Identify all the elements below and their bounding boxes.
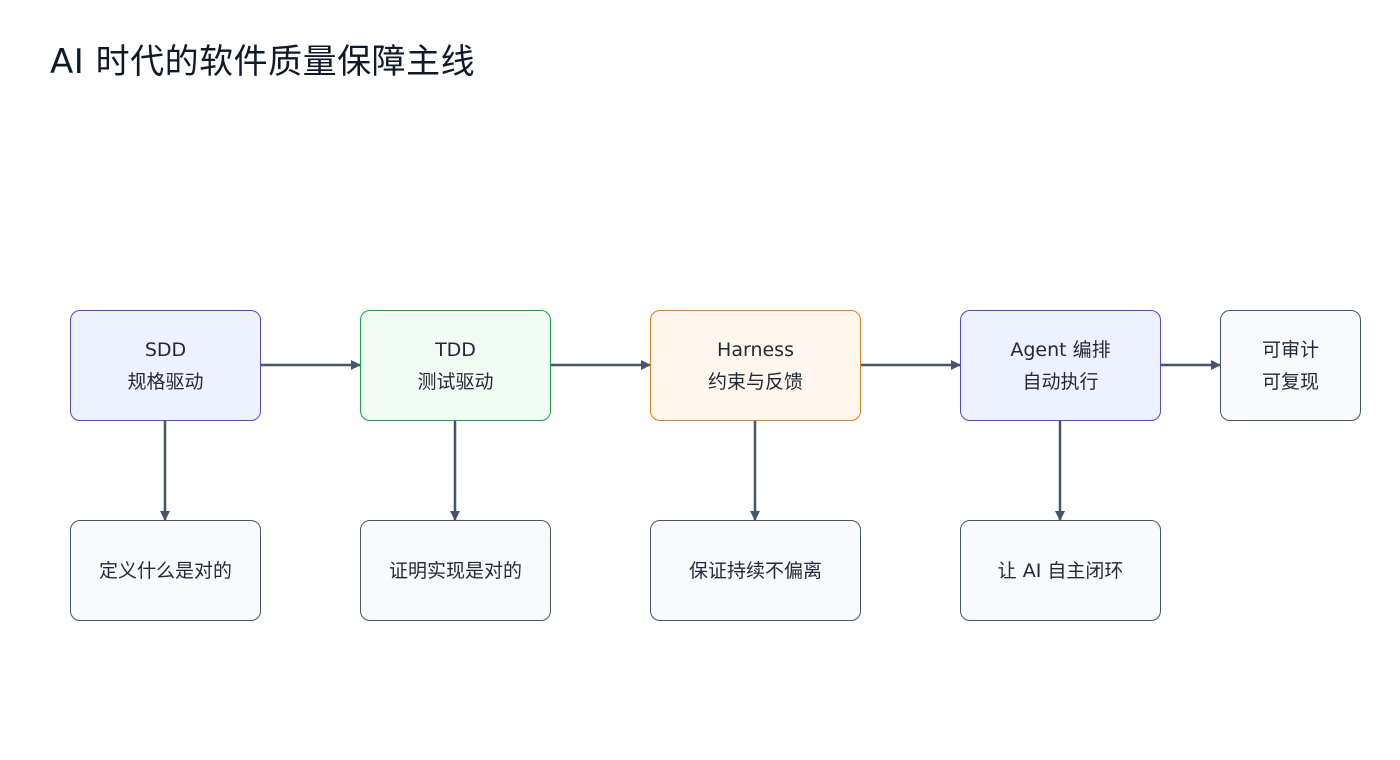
stage-agent: Agent 编排 自动执行 bbox=[960, 310, 1161, 421]
note-tdd: 证明实现是对的 bbox=[360, 520, 551, 621]
outcome-box: 可审计 可复现 bbox=[1220, 310, 1361, 421]
stage-subtitle: 测试驱动 bbox=[417, 370, 494, 393]
page-title: AI 时代的软件质量保障主线 bbox=[50, 42, 476, 82]
note-agent: 让 AI 自主闭环 bbox=[960, 520, 1161, 621]
note-text: 保证持续不偏离 bbox=[688, 559, 822, 582]
outcome-line: 可审计 bbox=[1261, 338, 1319, 361]
stage-subtitle: 规格驱动 bbox=[127, 370, 204, 393]
stage-name: TDD bbox=[435, 338, 476, 361]
note-text: 让 AI 自主闭环 bbox=[997, 559, 1124, 582]
stage-tdd: TDD 测试驱动 bbox=[360, 310, 551, 421]
note-sdd: 定义什么是对的 bbox=[70, 520, 261, 621]
note-text: 证明实现是对的 bbox=[388, 559, 522, 582]
stage-harness: Harness 约束与反馈 bbox=[650, 310, 861, 421]
outcome-line: 可复现 bbox=[1261, 370, 1319, 393]
stage-sdd: SDD 规格驱动 bbox=[70, 310, 261, 421]
stage-subtitle: 约束与反馈 bbox=[707, 370, 803, 393]
stage-name: Harness bbox=[717, 338, 794, 361]
note-text: 定义什么是对的 bbox=[98, 559, 232, 582]
stage-name: Agent 编排 bbox=[1010, 338, 1111, 361]
stage-subtitle: 自动执行 bbox=[1022, 370, 1099, 393]
stage-name: SDD bbox=[144, 338, 187, 361]
note-harness: 保证持续不偏离 bbox=[650, 520, 861, 621]
